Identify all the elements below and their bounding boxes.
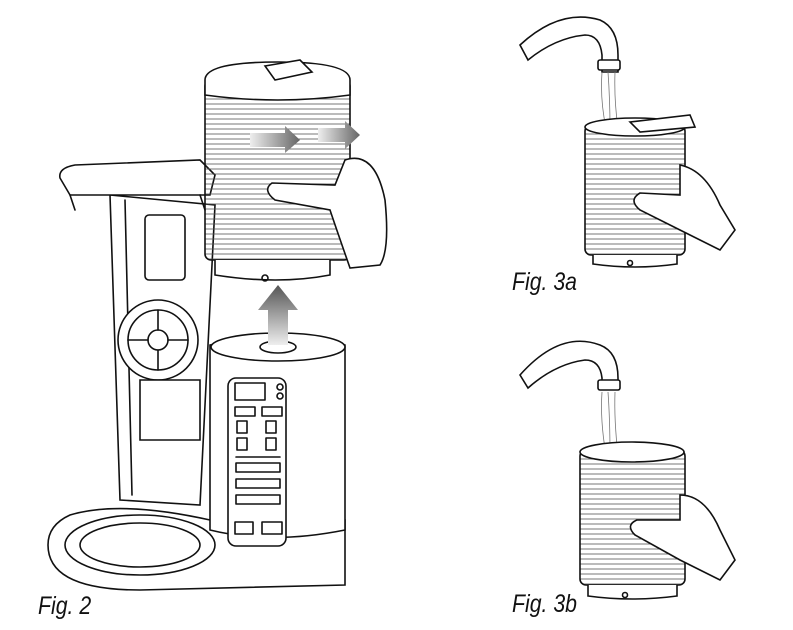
reservoir-filling-lid-removed-illustration [519,340,736,600]
figure-caption-fig-3a: Fig. 3a [512,268,577,296]
coffee-maker-illustration [47,59,388,591]
reservoir-filling-lid-open-illustration [519,16,736,268]
figure-caption-fig-3b: Fig. 3b [512,590,577,618]
figure-caption-fig-2: Fig. 2 [38,592,92,620]
